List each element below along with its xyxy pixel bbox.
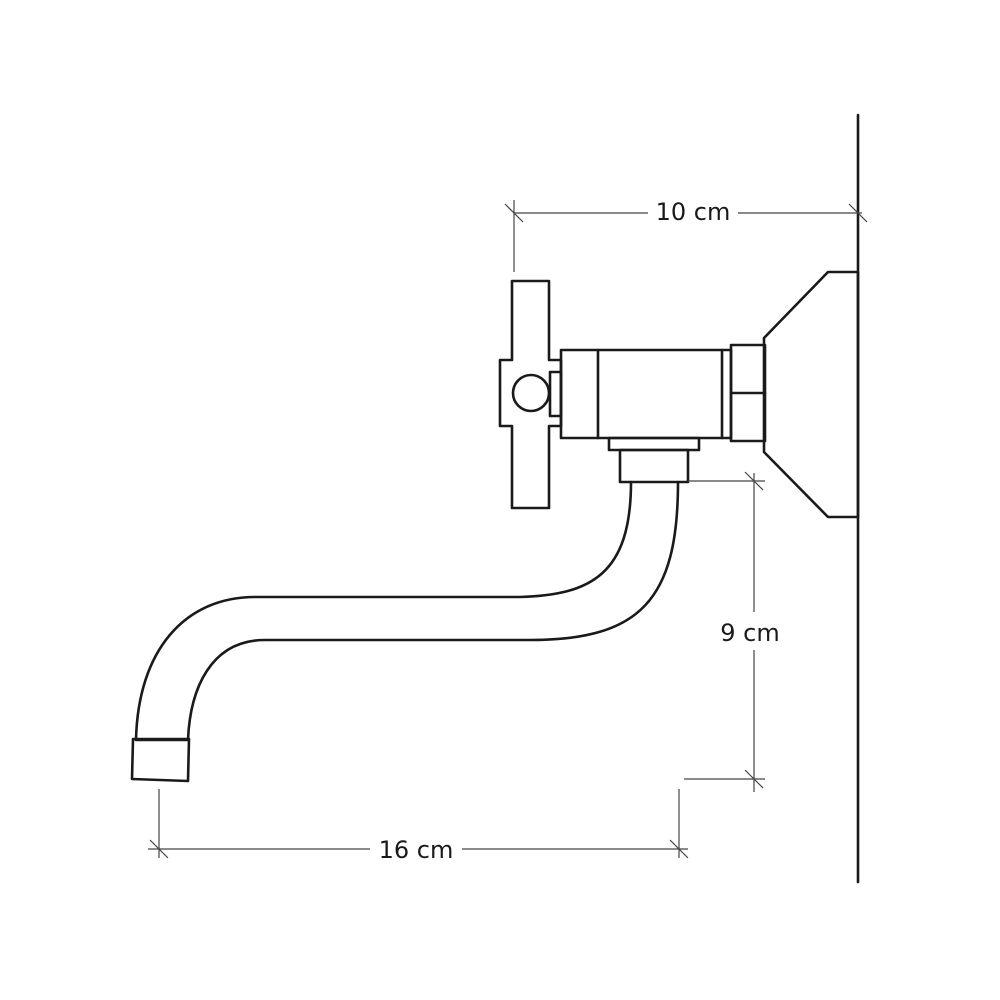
dimension-label-10cm: 10 cm bbox=[656, 198, 731, 226]
spout-tube bbox=[134, 480, 680, 742]
dimension-spout-drop: 9 cm bbox=[684, 471, 788, 792]
handle-cap bbox=[511, 373, 551, 413]
dimension-label-9cm: 9 cm bbox=[720, 619, 779, 647]
wall-flange bbox=[762, 270, 860, 519]
dimension-label-16cm: 16 cm bbox=[379, 836, 454, 864]
cross-handle bbox=[498, 279, 563, 510]
handle-stem bbox=[548, 370, 563, 418]
hex-nut bbox=[729, 343, 767, 443]
dimension-wall-projection: 10 cm bbox=[504, 195, 868, 272]
spout-fitting bbox=[607, 436, 701, 484]
valve-body bbox=[559, 348, 733, 440]
aerator-nozzle bbox=[130, 737, 191, 783]
dimension-spout-reach: 16 cm bbox=[148, 789, 689, 866]
